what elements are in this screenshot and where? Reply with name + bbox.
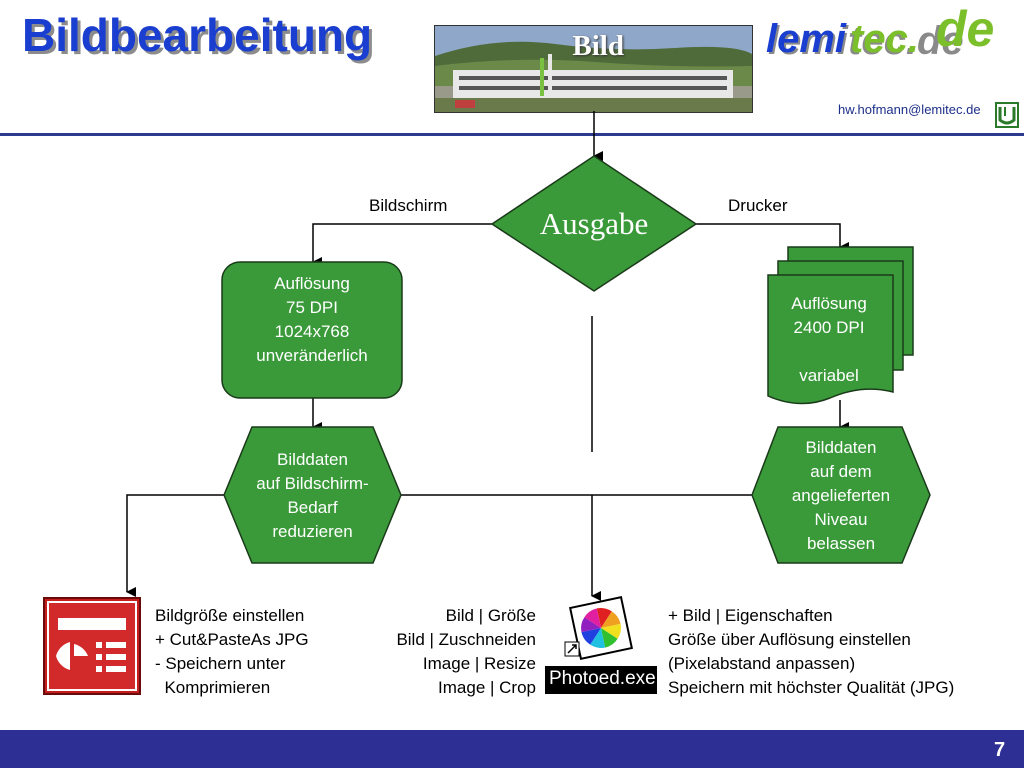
arrow-to-screen — [312, 223, 492, 267]
printer-hex-text: Bilddaten auf dem angelieferten Niveau b… — [752, 436, 930, 556]
left-tool-item: - Speichern unter — [155, 654, 286, 673]
logo-part-c: de — [936, 8, 994, 57]
screen-hex-line: auf Bildschirm- — [256, 474, 369, 493]
photoed-label: Photoed.exe — [549, 668, 656, 689]
screen-hex-line: Bilddaten — [277, 450, 348, 469]
printer-box-line: 2400 DPI — [793, 318, 865, 337]
right-tool-list: + Bild | Eigenschaften Größe über Auflös… — [668, 604, 954, 700]
screen-box-line: 75 DPI — [286, 298, 338, 317]
middle-tool-list: Bild | Größe Bild | Zuschneiden Image | … — [355, 604, 536, 700]
middle-tool-item: Bild | Größe — [445, 606, 536, 625]
photoed-graphic — [545, 595, 657, 694]
printer-hex-line: Niveau — [814, 510, 868, 529]
printer-box-line — [768, 340, 890, 364]
page-number: 7 — [994, 739, 1006, 761]
screen-box-line: unveränderlich — [256, 346, 368, 365]
powerpoint-icon[interactable] — [40, 594, 144, 698]
footer-bar — [0, 730, 1024, 768]
logo-part-b: tec. — [850, 17, 919, 61]
middle-tool-item: Image | Crop — [438, 678, 536, 697]
middle-tool-item: Image | Resize — [422, 654, 536, 673]
screen-box-line: Auflösung — [274, 274, 350, 293]
screen-hex-text: Bilddaten auf Bildschirm- Bedarf reduzie… — [224, 448, 401, 544]
screen-hexagon — [223, 426, 402, 564]
left-tool-item: Komprimieren — [155, 678, 271, 697]
printer-box-line: Auflösung — [791, 294, 867, 313]
logo-shadow: lemitec.de — [768, 19, 964, 63]
right-tool-item: + Bild | Eigenschaften — [668, 606, 833, 625]
lemitec-small-icon — [995, 102, 1019, 128]
right-tool-item: (Pixelabstand anpassen) — [668, 654, 856, 673]
right-tool-item: Speichern mit höchster Qualität (JPG) — [668, 678, 955, 697]
building-photo: Bild — [434, 25, 753, 113]
screen-box — [221, 261, 403, 399]
decision-label: Ausgabe — [539, 206, 649, 241]
printer-hex-line: belassen — [806, 534, 876, 553]
page-title: Bildbearbeitung — [22, 9, 373, 61]
screen-box-line: 1024x768 — [274, 322, 350, 341]
email-link[interactable]: hw.hofmann@lemitec.de — [838, 102, 981, 117]
printer-box-line: variabel — [799, 366, 859, 385]
printer-box-text: Auflösung 2400 DPI variabel — [768, 292, 890, 388]
left-tool-item: + Cut&PasteAs JPG — [155, 630, 309, 649]
branch-label-left: Bildschirm — [369, 196, 448, 215]
header-divider — [0, 133, 1024, 136]
arrow-to-printer — [696, 223, 849, 252]
branch-label-right: Drucker — [728, 196, 788, 215]
printer-hex-line: angelieferten — [791, 486, 891, 505]
left-tool-item: Bildgröße einstellen — [155, 606, 305, 625]
middle-tool-item: Bild | Zuschneiden — [396, 630, 536, 649]
logo-part-a: lemi — [766, 17, 847, 61]
printer-hex-line: Bilddaten — [805, 438, 877, 457]
printer-hexagon — [751, 426, 931, 564]
right-tool-item: Größe über Auflösung einstellen — [668, 630, 911, 649]
flow-diagram — [126, 111, 931, 601]
photoed-icon[interactable]: Photoed.exe — [545, 594, 657, 698]
printer-hex-line: auf dem — [810, 462, 872, 481]
arrow-to-left-tools — [126, 494, 224, 597]
screen-hex-line: reduzieren — [272, 522, 353, 541]
printer-document-stack — [767, 246, 914, 405]
photo-label: Bild — [572, 30, 624, 62]
screen-hex-line: Bedarf — [287, 498, 338, 517]
left-tool-list: Bildgröße einstellen + Cut&PasteAs JPG -… — [155, 604, 309, 700]
building-photo-image — [435, 26, 752, 112]
lemitec-logo: lemitec.de lemi tec. de — [766, 8, 994, 63]
screen-box-text: Auflösung 75 DPI 1024x768 unveränderlich — [222, 272, 402, 368]
decision-diamond — [490, 155, 698, 292]
